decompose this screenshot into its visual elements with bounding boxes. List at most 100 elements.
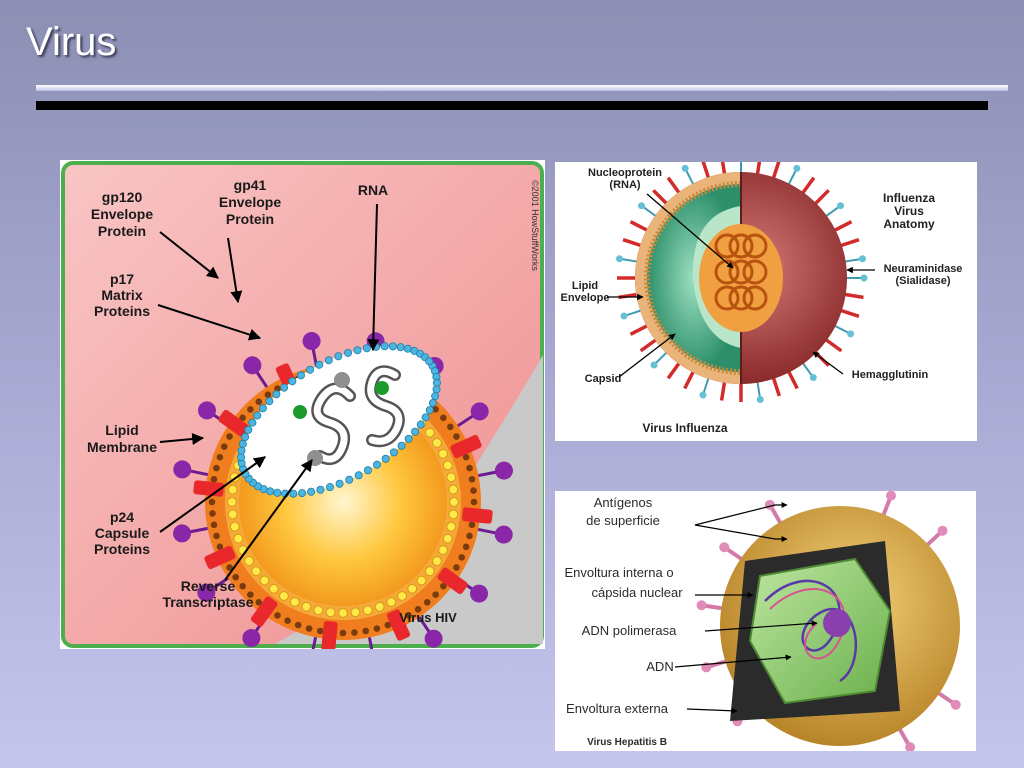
capsule-protein bbox=[280, 383, 289, 392]
lipid-envelope-label: Lipid bbox=[572, 280, 598, 292]
matrix-protein bbox=[268, 583, 279, 594]
membrane-bead bbox=[255, 398, 263, 405]
capsule-protein bbox=[431, 392, 440, 401]
capsule-protein bbox=[373, 460, 382, 469]
membrane-bead bbox=[468, 475, 476, 483]
reverse-transcriptase-label-line2: Transcriptase bbox=[162, 594, 253, 610]
capsule-protein bbox=[388, 342, 397, 351]
hemagglutinin-spike bbox=[622, 238, 643, 248]
membrane-bead bbox=[470, 498, 478, 506]
rna-coil bbox=[714, 233, 740, 259]
gp120-knob bbox=[173, 460, 192, 479]
hemagglutinin-spike bbox=[813, 189, 830, 206]
gp41-spike bbox=[437, 567, 468, 595]
antigen-head bbox=[719, 542, 730, 553]
membrane-bead bbox=[316, 627, 324, 635]
gp41-label-line3: Protein bbox=[226, 211, 274, 227]
gp120-knob bbox=[243, 356, 262, 375]
membrane-bead bbox=[447, 423, 454, 431]
matrix-protein bbox=[350, 607, 361, 618]
capsule-protein bbox=[248, 418, 257, 427]
hemagglutinin-spike bbox=[666, 176, 682, 195]
membrane-bead bbox=[213, 464, 220, 472]
membrane-bead bbox=[216, 453, 224, 461]
capsule-protein bbox=[421, 413, 430, 422]
gp41-label-line2: Envelope bbox=[219, 194, 281, 210]
integrase bbox=[375, 381, 389, 395]
neuraminidase-spike bbox=[787, 170, 797, 186]
rna-coil bbox=[728, 259, 754, 285]
cell-surface bbox=[275, 355, 543, 644]
matrix-protein bbox=[442, 460, 453, 471]
p24-label-line3: Proteins bbox=[94, 541, 150, 557]
rna-coil bbox=[742, 285, 768, 311]
capsule-protein bbox=[298, 489, 307, 498]
neuraminidase-label-line2: (Sialidase) bbox=[895, 275, 950, 287]
matrix-protein bbox=[424, 566, 435, 577]
membrane-bead bbox=[232, 573, 239, 581]
membrane-bead bbox=[432, 591, 439, 598]
neuraminidase-head bbox=[756, 395, 764, 403]
neuraminidase-spike bbox=[685, 170, 695, 186]
gp41-spike bbox=[450, 434, 482, 459]
membrane-bead bbox=[209, 510, 216, 517]
matrix-protein bbox=[449, 497, 459, 507]
neuraminidase-spike bbox=[824, 206, 839, 218]
svg-text:Nucleoprotein(RNA): Nucleoprotein(RNA) bbox=[588, 167, 662, 191]
neuraminidase-head bbox=[858, 255, 866, 263]
influenza-title: Influenza bbox=[883, 191, 935, 205]
title-underline-thick bbox=[36, 101, 988, 110]
membrane-bead bbox=[373, 625, 381, 632]
membrane-bead bbox=[210, 521, 218, 529]
membrane-bead bbox=[239, 414, 246, 422]
reverse-transcriptase-label: Reverse bbox=[181, 578, 236, 594]
reverse-transcriptase bbox=[334, 372, 350, 388]
matrix-protein bbox=[251, 566, 262, 577]
hemagglutinin-spike bbox=[771, 162, 781, 180]
capsule-protein bbox=[403, 344, 412, 353]
hiv-leader-lines bbox=[157, 203, 380, 581]
neuraminidase-spike bbox=[702, 376, 710, 393]
hemagglutinin-spike bbox=[755, 162, 762, 176]
capsule-protein bbox=[266, 487, 275, 496]
neuraminidase-spike bbox=[756, 380, 761, 397]
hemagglutinin-spike bbox=[701, 162, 711, 180]
membrane-bead bbox=[264, 391, 272, 398]
membrane-bead bbox=[432, 406, 439, 413]
membrane-bead bbox=[247, 591, 254, 598]
capsule-protein bbox=[363, 466, 372, 475]
matrix-protein bbox=[325, 607, 336, 618]
capsule-protein bbox=[334, 352, 343, 361]
capsule-protein bbox=[389, 448, 398, 457]
rna-label: RNA bbox=[358, 182, 388, 198]
p24-label-line2: Capsule bbox=[95, 525, 150, 541]
rna-coil bbox=[728, 285, 754, 311]
membrane-bead bbox=[210, 475, 218, 483]
antigens-label: Antígenos bbox=[594, 495, 653, 510]
capsule-protein bbox=[397, 441, 406, 450]
matrix-protein bbox=[438, 545, 448, 556]
neuraminidase-spike bbox=[801, 361, 813, 376]
neuraminidase-spike bbox=[843, 258, 860, 263]
capsule-protein bbox=[289, 489, 298, 498]
membrane-bead bbox=[216, 543, 224, 551]
neuraminidase-spike bbox=[833, 324, 849, 334]
title-underline-thin bbox=[36, 85, 1008, 91]
capsule-protein bbox=[425, 406, 434, 415]
membrane-bead bbox=[305, 625, 313, 632]
dna-polymerase-label: ADN polimerasa bbox=[582, 623, 677, 638]
capsule-protein bbox=[237, 446, 246, 455]
matrix-protein bbox=[233, 533, 244, 544]
integrase bbox=[293, 405, 307, 419]
capsule-protein bbox=[404, 434, 413, 443]
neuraminidase-head bbox=[809, 374, 817, 382]
